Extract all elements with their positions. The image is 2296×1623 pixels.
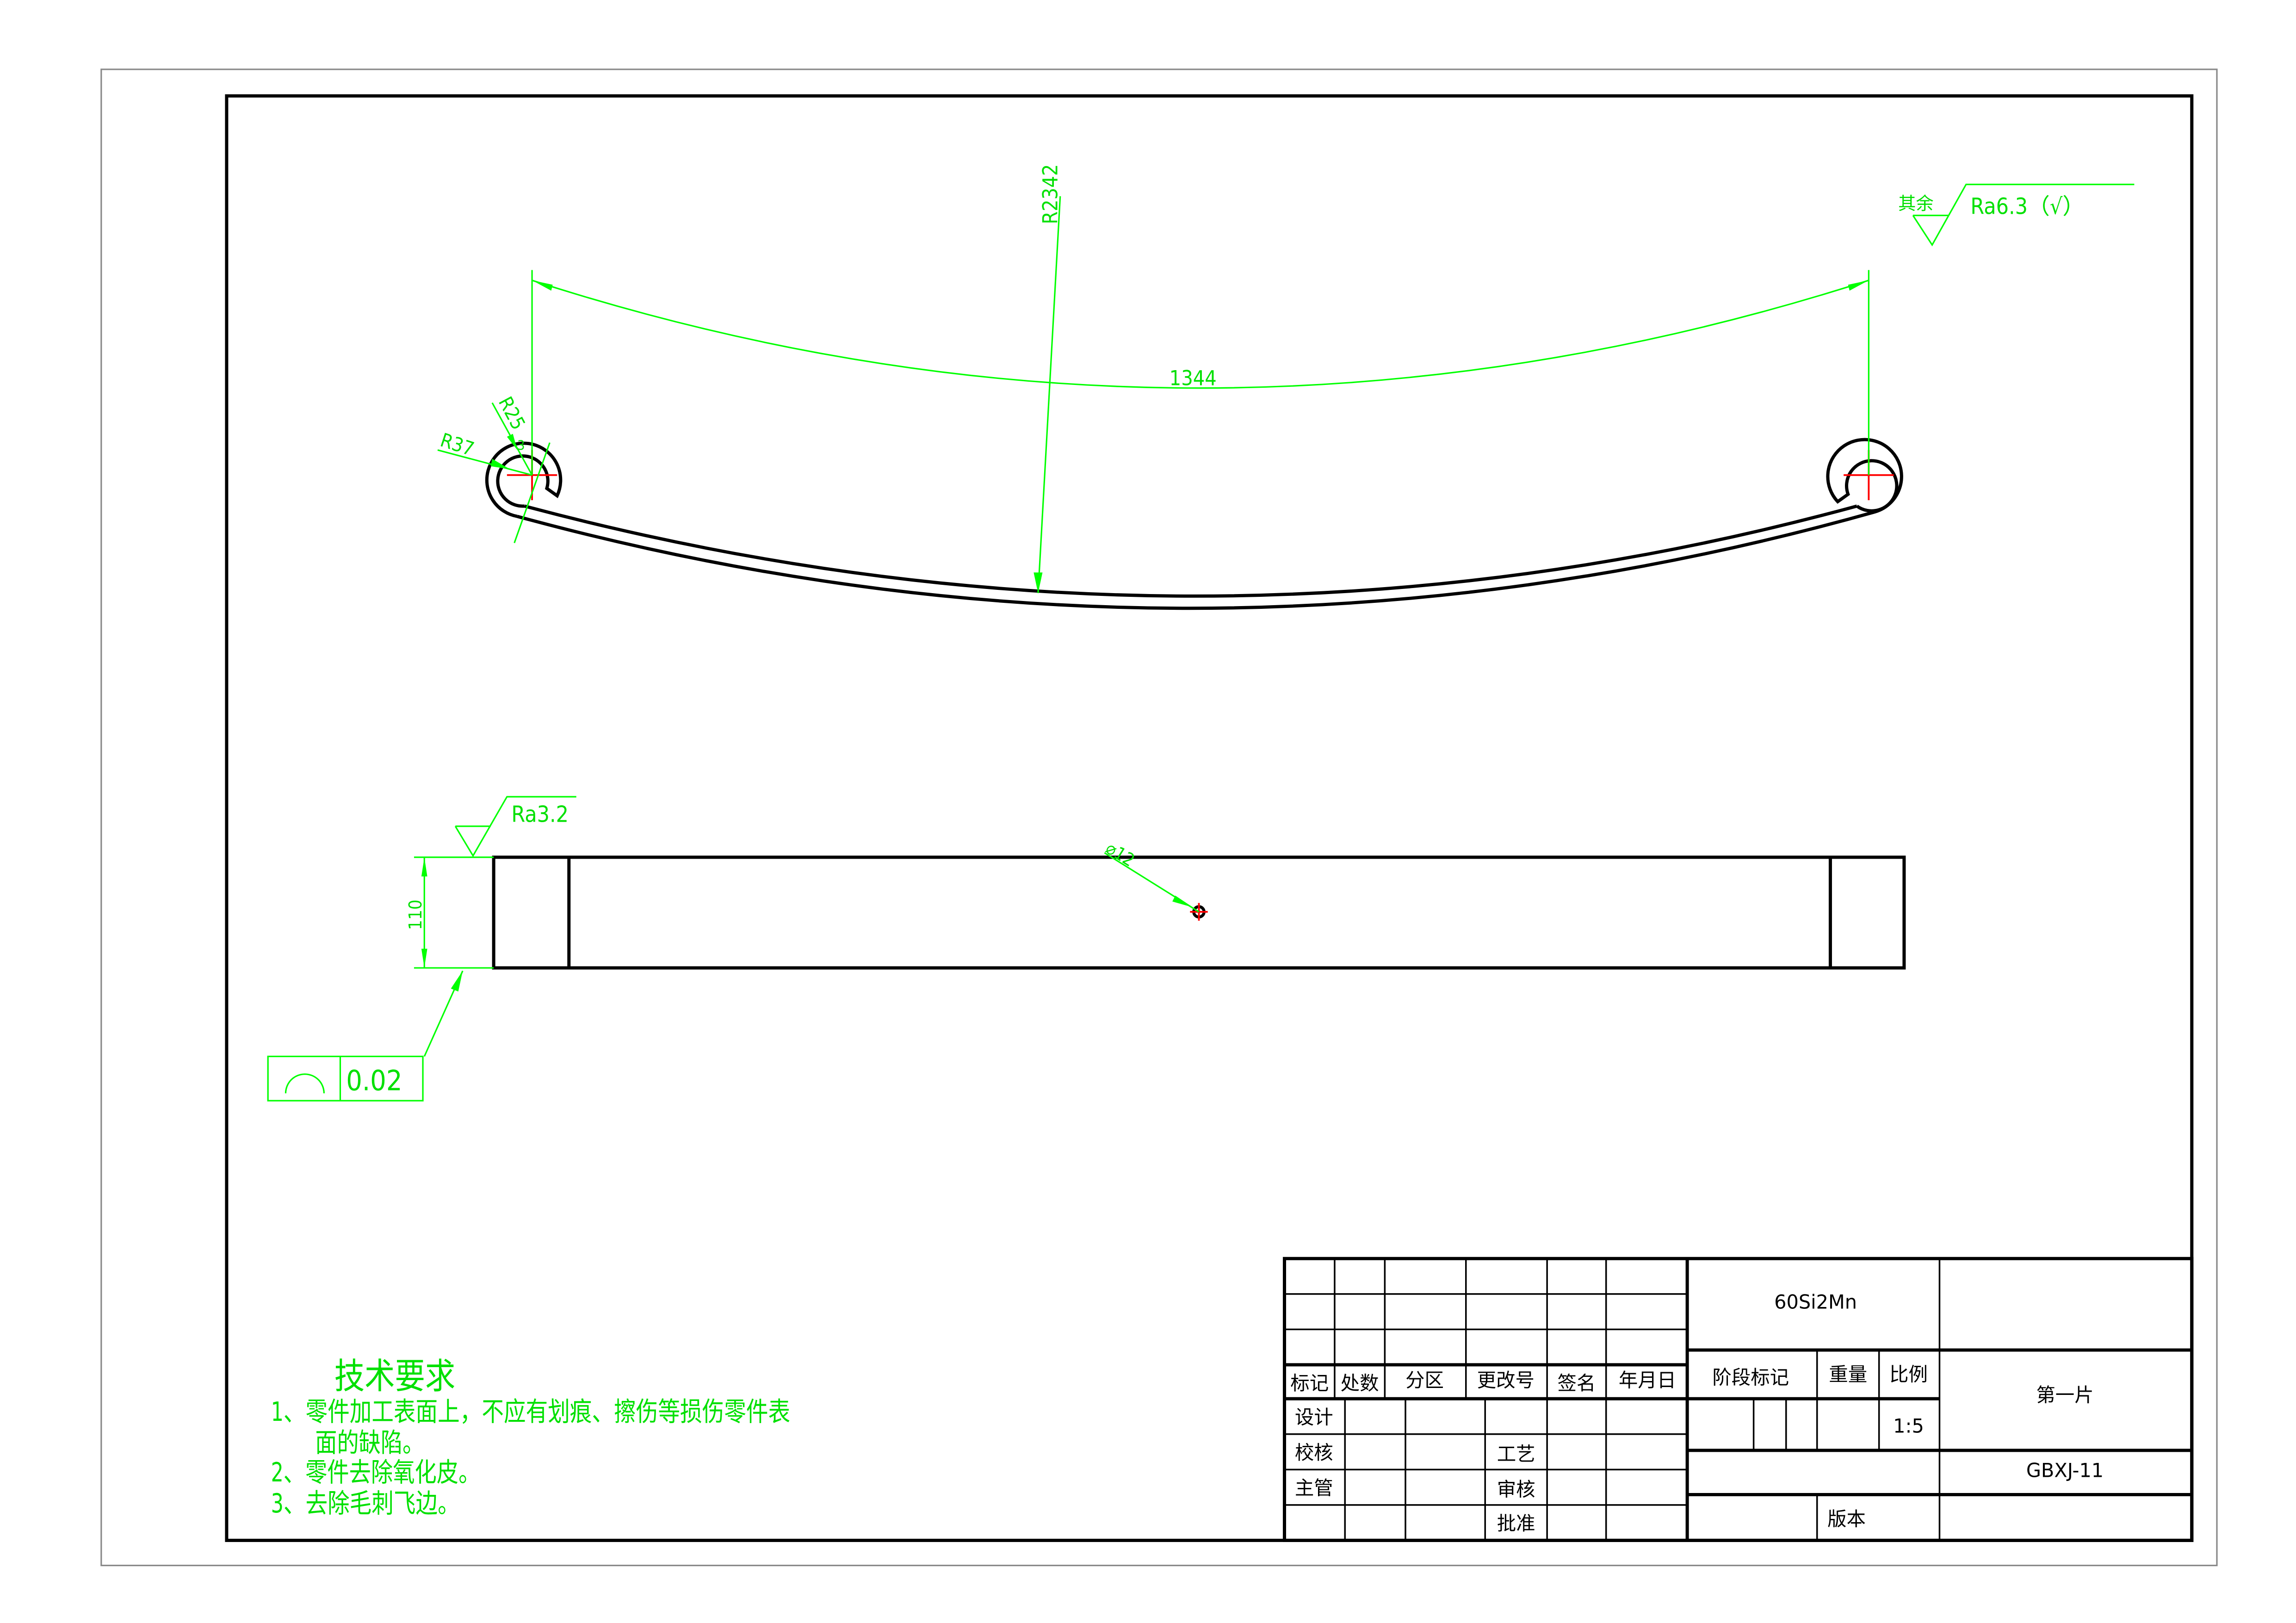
stage-mark-label: 阶段标记 bbox=[1712, 1366, 1789, 1388]
chord-dimension-line bbox=[532, 279, 1869, 389]
profile-of-line-icon bbox=[285, 1073, 325, 1094]
tech-req-line-1b: 面的缺陷。 bbox=[315, 1427, 424, 1458]
feature-control-frame: 0.02 bbox=[267, 1055, 424, 1102]
dim-1344: 1344 bbox=[1170, 366, 1217, 390]
left-eye bbox=[485, 441, 563, 518]
technical-requirements: 技术要求 1、零件加工表面上，不应有划痕、擦伤等损伤零件表 面的缺陷。 2、零件… bbox=[271, 1356, 791, 1519]
small-dim-label: 3 bbox=[517, 438, 525, 453]
approval-process: 工艺 bbox=[1497, 1443, 1535, 1465]
header-change-no: 更改号 bbox=[1477, 1369, 1535, 1392]
inner-frame bbox=[225, 94, 2194, 1542]
header-signature: 签名 bbox=[1557, 1372, 1596, 1394]
dim-r37: R37 bbox=[438, 429, 477, 460]
roughness-other-prefix: 其余 bbox=[1898, 193, 1934, 214]
header-count: 处数 bbox=[1341, 1372, 1379, 1394]
title-block: 标记 处数 分区 更改号 签名 年月日 设计 校核 主管 工艺 审核 批准 60… bbox=[1282, 1257, 2194, 1542]
arc-radius-leader bbox=[1037, 196, 1061, 594]
drawing-number: GBXJ-11 bbox=[2026, 1459, 2104, 1481]
right-eye bbox=[1826, 438, 1903, 514]
approval-review: 审核 bbox=[1497, 1479, 1535, 1501]
approval-approve: 批准 bbox=[1497, 1512, 1535, 1535]
role-design: 设计 bbox=[1295, 1406, 1333, 1428]
tech-req-line-3: 3、去除毛刺飞边。 bbox=[271, 1488, 460, 1519]
leaf-side-outline bbox=[492, 855, 1906, 970]
version-label: 版本 bbox=[1827, 1508, 1866, 1530]
roughness-other-value: Ra6.3（√） bbox=[1970, 194, 2085, 219]
header-date: 年月日 bbox=[1619, 1369, 1676, 1392]
dim-r2342: R2342 bbox=[1038, 164, 1062, 224]
leaf-lower-edge bbox=[517, 510, 1875, 610]
part-name: 第一片 bbox=[2036, 1384, 2093, 1406]
outer-border bbox=[100, 68, 2218, 1567]
front-view: ⌀12 110 Ra3.2 0.02 bbox=[267, 796, 1906, 1102]
role-supervisor: 主管 bbox=[1295, 1477, 1333, 1499]
tech-req-line-2: 2、零件去除氧化皮。 bbox=[271, 1457, 481, 1488]
roughness-symbol-other: 其余 Ra6.3（√） bbox=[1898, 184, 2135, 247]
top-view: 1344 R2342 R37 R25 3 其余 Ra6.3（√） bbox=[437, 164, 2135, 610]
material: 60Si2Mn bbox=[1774, 1291, 1857, 1313]
dim-hole: ⌀12 bbox=[1102, 837, 1139, 871]
roughness-ra32: Ra3.2 bbox=[511, 802, 569, 827]
roughness-symbol-ra32: Ra3.2 bbox=[454, 796, 576, 857]
header-mark: 标记 bbox=[1290, 1372, 1329, 1394]
header-zone: 分区 bbox=[1405, 1369, 1444, 1392]
dim-r25: R25 bbox=[494, 393, 530, 434]
role-check: 校核 bbox=[1295, 1442, 1333, 1464]
scale-value: 1:5 bbox=[1893, 1415, 1924, 1437]
tech-req-title: 技术要求 bbox=[334, 1356, 456, 1397]
weight-label: 重量 bbox=[1829, 1363, 1867, 1386]
tech-req-line-1: 1、零件加工表面上，不应有划痕、擦伤等损伤零件表 bbox=[271, 1396, 791, 1427]
leaf-upper-edge bbox=[524, 504, 1857, 598]
scale-label: 比例 bbox=[1889, 1363, 1928, 1386]
tolerance-value: 0.02 bbox=[346, 1065, 402, 1097]
dim-110: 110 bbox=[405, 899, 426, 930]
